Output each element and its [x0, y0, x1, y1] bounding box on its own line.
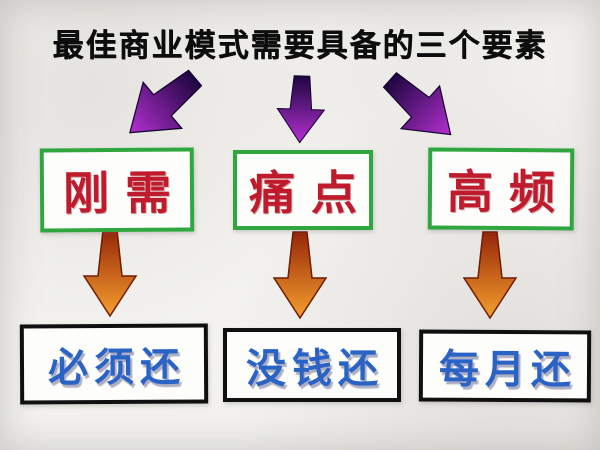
outcome-box-must-repay: 必须还 — [19, 323, 209, 405]
diagram-title: 最佳商业模式需要具备的三个要素 — [52, 28, 548, 63]
orange-arrow-right-icon — [462, 231, 518, 320]
factor-box-rigid-demand: 刚需 — [39, 147, 195, 233]
purple-arrow-left-icon — [129, 69, 203, 134]
outcome-box-monthly-repay: 每月还 — [418, 329, 592, 403]
factor-label: 刚需 — [62, 167, 188, 220]
factor-label: 高频 — [446, 166, 572, 219]
factor-box-pain-point: 痛点 — [233, 150, 373, 230]
purple-arrow-middle-icon — [276, 75, 326, 144]
orange-arrow-middle-icon — [272, 231, 328, 320]
factor-label: 痛点 — [249, 168, 373, 219]
outcome-label: 每月还 — [438, 347, 578, 393]
purple-arrow-right-icon — [382, 72, 452, 136]
factor-box-high-frequency: 高频 — [427, 147, 575, 231]
outcome-label: 没钱还 — [246, 347, 384, 391]
outcome-label: 必须还 — [47, 345, 187, 391]
outcome-box-no-money-repay: 没钱还 — [223, 328, 401, 402]
orange-arrow-left-icon — [82, 229, 138, 318]
